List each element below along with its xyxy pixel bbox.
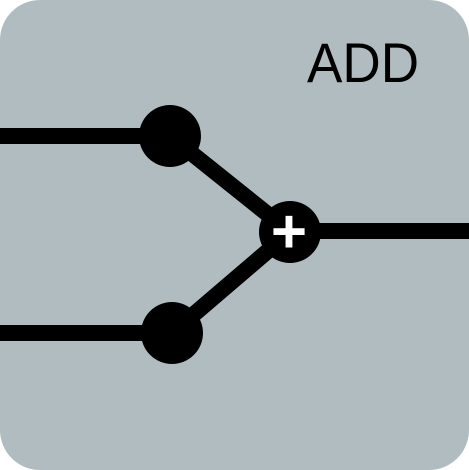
block-label: ADD (307, 31, 419, 94)
sum-symbol: + (271, 198, 307, 267)
input-port-bottom (141, 302, 203, 364)
sum-node (259, 201, 321, 263)
input-port-top (139, 105, 201, 167)
